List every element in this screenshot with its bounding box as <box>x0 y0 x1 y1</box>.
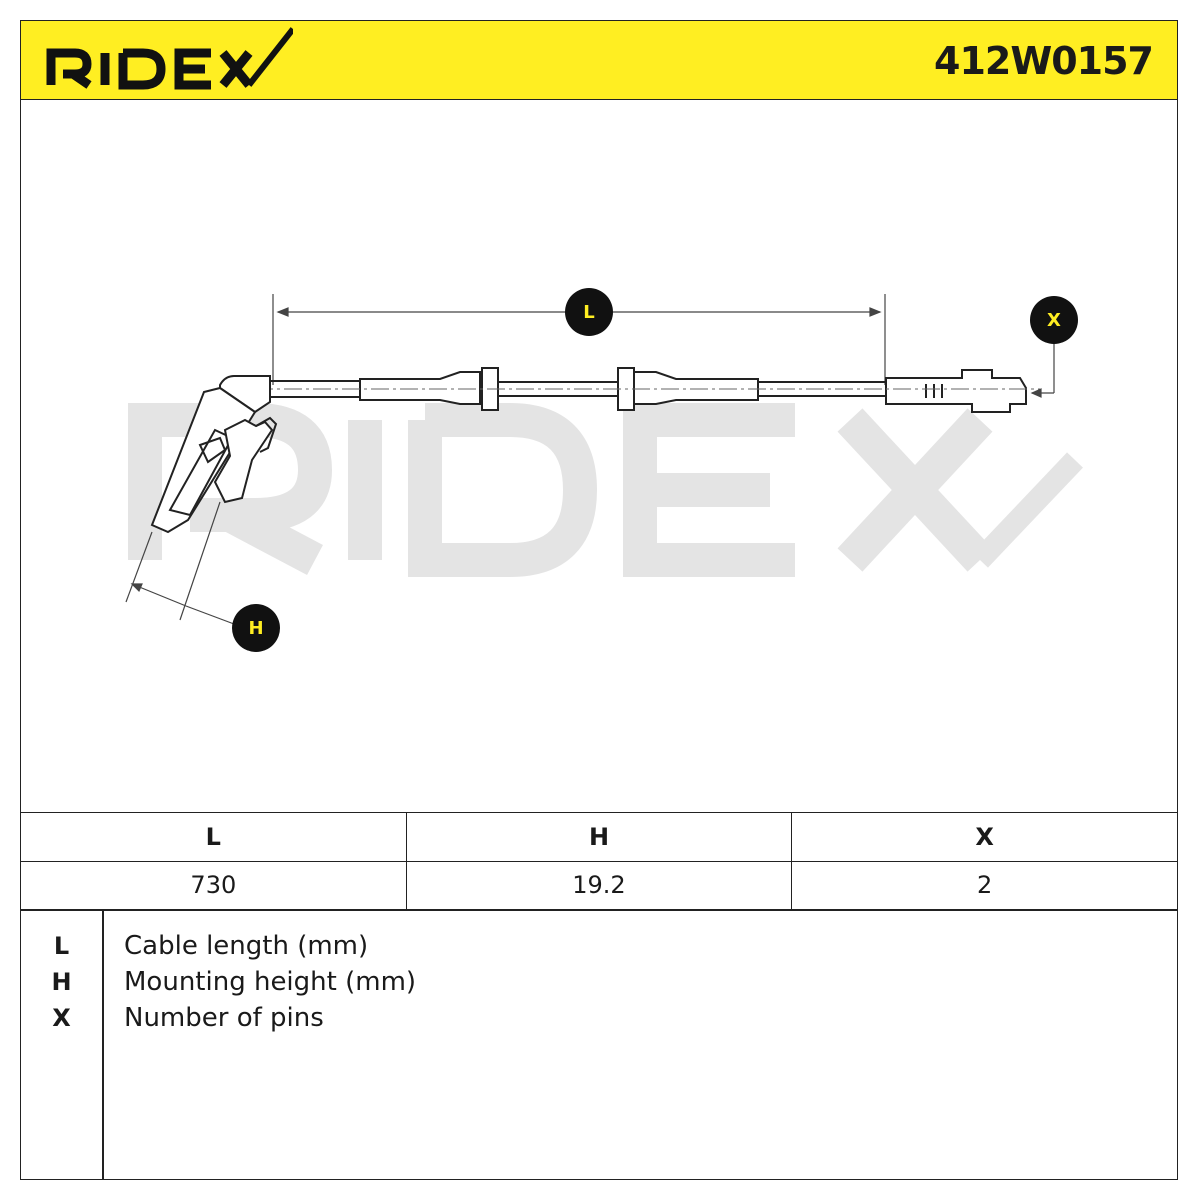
spec-value-cell: 2 <box>791 860 1178 910</box>
spec-table: L H X 730 19.2 2 <box>20 812 1178 910</box>
spec-value-cell: 730 <box>20 860 407 910</box>
pins-dimension <box>1030 340 1055 398</box>
svg-text:L: L <box>583 302 594 323</box>
legend-item: L Cable length (mm) <box>21 928 1177 964</box>
legend-description: Mounting height (mm) <box>124 967 417 997</box>
ridex-logo <box>46 27 293 90</box>
legend-key: L <box>53 932 70 960</box>
height-dimension <box>125 501 235 625</box>
ridex-watermark <box>128 403 1083 577</box>
height-badge: H <box>232 604 280 652</box>
spec-header-cell: L <box>20 812 407 862</box>
spec-value-row: 730 19.2 2 <box>20 860 1178 910</box>
legend-description: Number of pins <box>124 1003 324 1033</box>
spec-header-cell: H <box>405 812 793 862</box>
svg-text:X: X <box>1047 310 1061 331</box>
legend-description: Cable length (mm) <box>124 931 369 961</box>
legend-key: H <box>51 968 72 996</box>
sensor-cable <box>270 367 1027 413</box>
part-number: 412W0157 <box>934 39 1154 83</box>
legend-divider <box>102 911 104 1179</box>
sensor-head <box>150 375 278 534</box>
header-bar: 412W0157 <box>20 20 1178 100</box>
svg-text:H: H <box>248 618 263 639</box>
sensor-drawing: L H <box>125 288 1083 652</box>
legend: L Cable length (mm) H Mounting height (m… <box>20 910 1178 1180</box>
spec-header-row: L H X <box>20 812 1178 862</box>
length-badge: L <box>565 288 613 336</box>
legend-item: X Number of pins <box>21 1000 1177 1036</box>
legend-item: H Mounting height (mm) <box>21 964 1177 1000</box>
pins-badge: X <box>1030 296 1078 344</box>
spec-value-cell: 19.2 <box>405 860 793 910</box>
legend-key: X <box>52 1004 71 1032</box>
spec-header-cell: X <box>791 812 1178 862</box>
